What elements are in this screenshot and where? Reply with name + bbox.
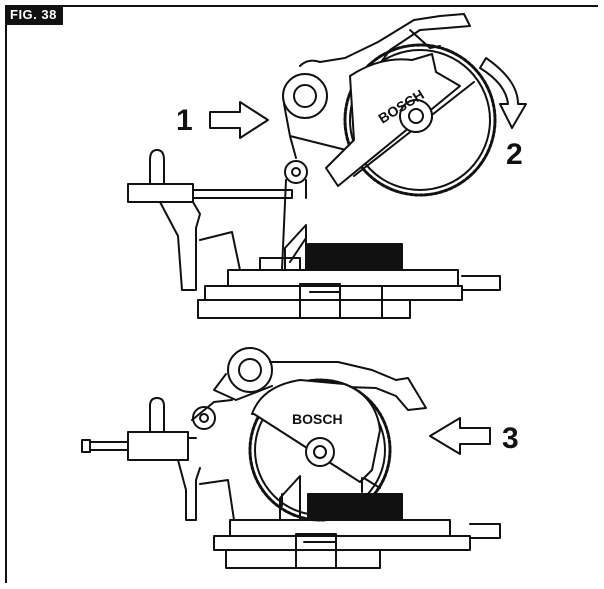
push-arrow-1 xyxy=(209,101,269,139)
upper-saw-pivot xyxy=(284,160,308,184)
upper-saw-blade xyxy=(325,43,497,197)
lower-saw-base xyxy=(213,519,501,569)
push-arrow-3 xyxy=(429,417,491,455)
lower-saw-handle xyxy=(213,347,427,411)
upper-saw-fence xyxy=(284,224,307,271)
upper-saw-workpiece xyxy=(307,243,403,271)
lower-saw-brand: BOSCH xyxy=(292,411,343,427)
lower-saw-blade xyxy=(248,378,392,522)
lower-saw-workpiece xyxy=(307,493,403,521)
upper-saw: BOSCH 1 2 xyxy=(127,13,527,319)
figure-frame xyxy=(5,5,598,583)
upper-saw-motor xyxy=(282,73,328,119)
lower-saw-motor xyxy=(227,347,273,393)
step-number-2: 2 xyxy=(506,138,523,171)
lower-saw-clamp xyxy=(81,397,235,521)
step-number-3: 3 xyxy=(502,422,519,455)
upper-saw-clamp xyxy=(127,149,293,291)
figure-label: FIG. 38 xyxy=(5,5,63,25)
rotate-arrow-2 xyxy=(479,57,527,129)
step-number-1: 1 xyxy=(176,104,193,137)
lower-saw: BOSCH 3 xyxy=(81,347,519,569)
